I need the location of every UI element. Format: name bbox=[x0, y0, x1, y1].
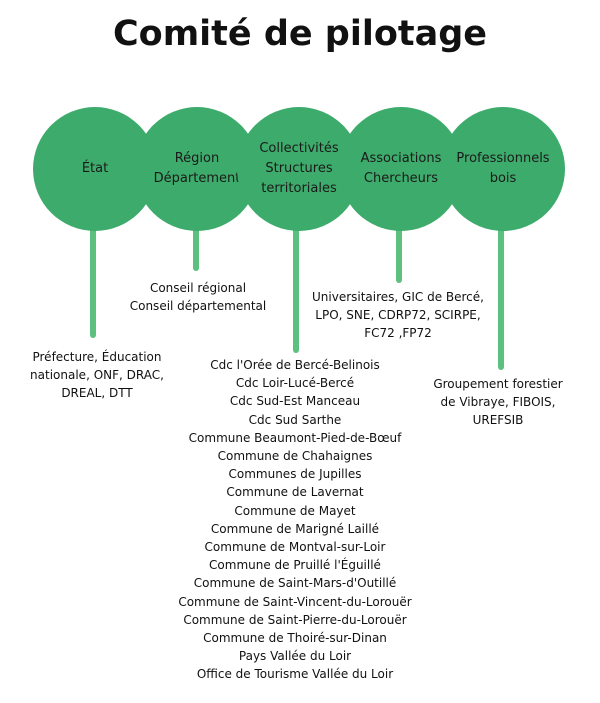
circle-associations: Associations Chercheurs bbox=[339, 107, 463, 231]
group-item: Préfecture, Éducation bbox=[32, 350, 162, 364]
circle-label-etat: État bbox=[81, 161, 109, 176]
group-item: LPO, SNE, CDRP72, SCIRPE, bbox=[315, 308, 481, 323]
group-item: Commune de Thoiré-sur-Dinan bbox=[203, 631, 387, 646]
group-item: Commune de Marigné Laillé bbox=[210, 521, 380, 536]
group-item: Commune de Saint-Mars-d'Outillé bbox=[193, 576, 397, 591]
group-collectivites: Cdc l'Orée de Bercé-Belinois Cdc Loir-Lu… bbox=[170, 356, 420, 684]
stem-region bbox=[193, 215, 199, 271]
group-item: nationale, ONF, DRAC, bbox=[30, 368, 164, 383]
circle-label-associations: Associations Chercheurs bbox=[360, 151, 442, 186]
group-item: Cdc Sud-Est Manceau bbox=[229, 394, 361, 409]
group-region: Conseil régional Conseil départemental bbox=[118, 279, 278, 315]
group-item: Pays Vallée du Loir bbox=[238, 649, 352, 664]
group-item: Conseil départemental bbox=[129, 299, 267, 314]
group-professionnels: Groupement forestier de Vibraye, FIBOIS,… bbox=[412, 375, 584, 430]
group-item: Office de Tourisme Vallée du Loir bbox=[196, 667, 394, 682]
group-item: DREAL, DTT bbox=[61, 386, 133, 401]
group-item: Groupement forestier bbox=[433, 377, 563, 391]
group-item: Commune de Mayet bbox=[234, 503, 356, 518]
group-item: de Vibraye, FIBOIS, bbox=[440, 395, 556, 410]
group-item: Commune de Chahaignes bbox=[217, 449, 373, 464]
group-item: FC72 ,FP72 bbox=[364, 326, 432, 341]
circle-label-region: Région Département bbox=[153, 151, 241, 186]
group-item: Commune de Pruillé l'Éguillé bbox=[209, 558, 381, 573]
group-item: UREFSIB bbox=[472, 413, 524, 428]
page-title: Comité de pilotage bbox=[112, 14, 488, 54]
group-item: Commune de Montval-sur-Loir bbox=[204, 540, 386, 555]
group-item: Cdc Loir-Lucé-Bercé bbox=[235, 376, 355, 391]
stem-etat bbox=[90, 215, 96, 338]
group-item: Commune de Lavernat bbox=[226, 485, 364, 500]
circle-professionnels: Professionnels bois bbox=[441, 107, 565, 231]
stem-associations bbox=[396, 215, 402, 283]
group-item: Commune de Saint-Pierre-du-Lorouër bbox=[183, 612, 407, 627]
group-item: Commune Beaumont-Pied-de-Bœuf bbox=[188, 430, 402, 445]
stem-collectivites bbox=[293, 215, 299, 353]
group-item: Cdc Sud Sarthe bbox=[248, 412, 342, 427]
circle-label-collectivites: Collectivités Structures territoriales bbox=[259, 141, 339, 196]
group-item: Cdc l'Orée de Bercé-Belinois bbox=[210, 358, 380, 372]
group-item: Universitaires, GIC de Bercé, bbox=[312, 290, 484, 304]
group-item: Commune de Saint-Vincent-du-Lorouër bbox=[178, 594, 412, 609]
group-item: Communes de Jupilles bbox=[228, 467, 362, 482]
group-associations: Universitaires, GIC de Bercé, LPO, SNE, … bbox=[300, 288, 496, 343]
group-item: Conseil régional bbox=[149, 281, 247, 295]
stem-professionnels bbox=[498, 215, 504, 370]
group-etat: Préfecture, Éducation nationale, ONF, DR… bbox=[22, 348, 172, 403]
circle-collectivites: Collectivités Structures territoriales bbox=[237, 107, 361, 231]
circle-label-professionnels: Professionnels bois bbox=[456, 151, 550, 186]
